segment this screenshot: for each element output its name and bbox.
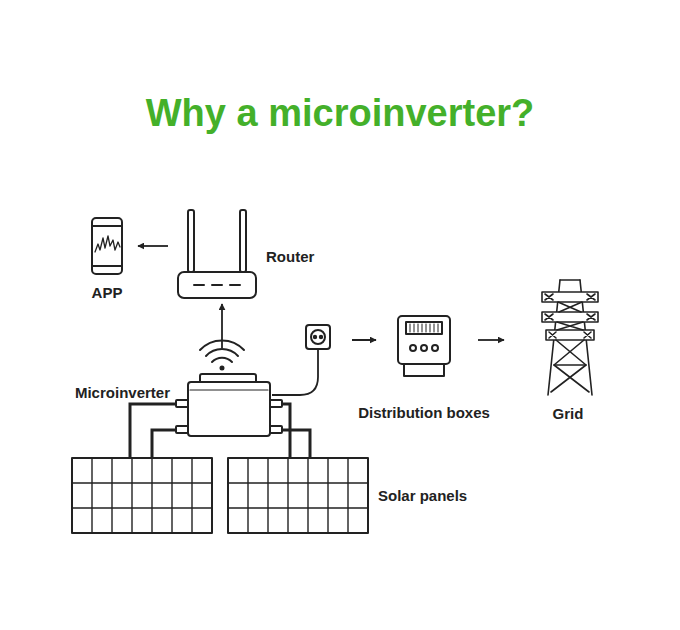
app-node: APP: [90, 216, 124, 276]
panel-node: Solar panels: [72, 457, 368, 534]
node-label: APP: [92, 284, 123, 302]
flow-arrow: [138, 245, 168, 247]
meter-icon: [398, 316, 450, 376]
pylon-icon: [542, 280, 598, 395]
panel-cells: [72, 458, 212, 533]
node-label: Distribution boxes: [358, 404, 490, 422]
flow-arrow: [478, 339, 504, 341]
title: Why a microinverter?: [0, 92, 680, 135]
distribution-node: Distribution boxes: [396, 314, 452, 378]
grid-node: Grid: [538, 278, 598, 396]
socket-icon: [306, 325, 330, 349]
router-icon: [178, 210, 256, 298]
panel-cells: [228, 458, 368, 533]
phone-icon: [92, 218, 122, 274]
node-label: Solar panels: [378, 487, 467, 505]
microinverter-node: Microinverter: [186, 372, 272, 438]
node-label: Router: [266, 248, 314, 266]
solar-panel-icon: [72, 458, 368, 533]
node-label: Grid: [553, 405, 584, 423]
microinverter-icon: [176, 374, 282, 436]
router-node: Router: [176, 208, 258, 300]
node-label: Microinverter: [75, 384, 170, 402]
wifi-symbol: [200, 340, 244, 369]
